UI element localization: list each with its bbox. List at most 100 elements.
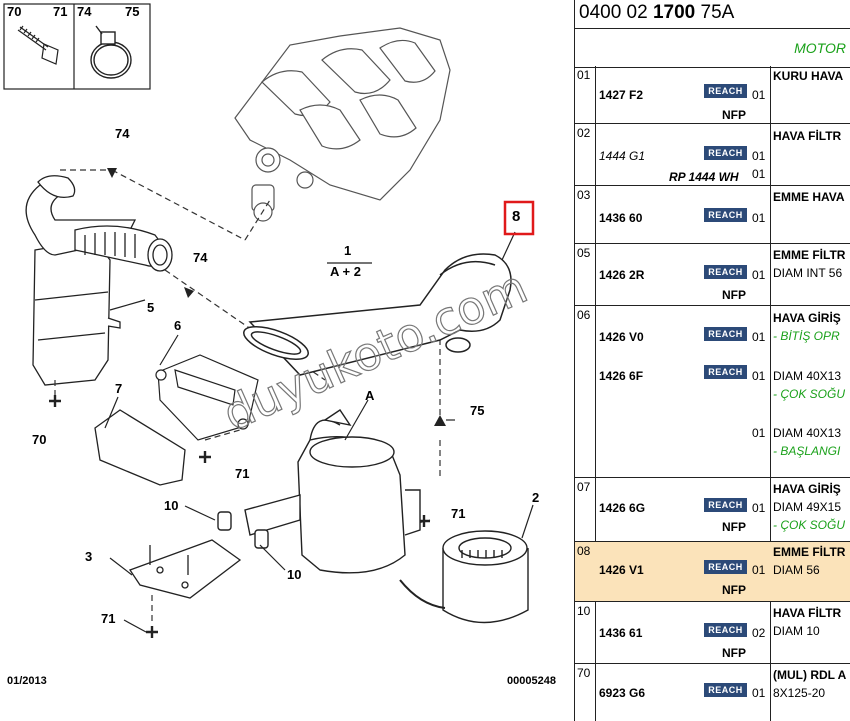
- part-code[interactable]: 1444 G1: [599, 149, 646, 163]
- item-number: 05: [577, 246, 591, 260]
- part-code[interactable]: 1436 61: [599, 626, 643, 640]
- table-row[interactable]: 70 6923 G6 REACH 01 (MUL) RDL A 8X125-20: [575, 664, 850, 721]
- diagram-date: 01/2013: [7, 675, 47, 687]
- replacement-part-code[interactable]: RP 1444 WH: [669, 170, 739, 184]
- part-detail: 8X125-20: [773, 686, 826, 700]
- callout-71[interactable]: 71: [235, 466, 250, 481]
- nfp-tag: NFP: [722, 646, 746, 660]
- callout-8-highlighted[interactable]: 8: [512, 208, 521, 225]
- part-description: EMME FİLTR: [773, 545, 846, 559]
- part-code[interactable]: 1426 6F: [599, 369, 644, 383]
- nfp-tag: NFP: [722, 288, 746, 302]
- item-number: 08: [577, 544, 591, 558]
- inset-label-71: 71: [53, 4, 68, 19]
- intake-manifold: [234, 27, 451, 222]
- quantity: 01: [752, 211, 766, 225]
- part-description: KURU HAVA: [773, 69, 844, 83]
- callout-74[interactable]: 74: [115, 126, 130, 141]
- reach-badge: REACH: [704, 560, 747, 574]
- callout-71[interactable]: 71: [101, 611, 116, 626]
- table-row[interactable]: 06 1426 V0 REACH 01 HAVA GİRİŞ - BİTİŞ O…: [575, 306, 850, 478]
- item-number: 70: [577, 666, 591, 680]
- nfp-tag: NFP: [722, 583, 746, 597]
- table-row[interactable]: 03 1436 60 REACH 01 EMME HAVA: [575, 186, 850, 244]
- quantity: 01: [752, 149, 766, 163]
- ref-main: 1700: [652, 2, 696, 23]
- part-note: - ÇOK SOĞU: [773, 518, 846, 532]
- filter-element-2: [399, 530, 529, 624]
- part-detail: DIAM 49X15: [773, 500, 842, 514]
- callout-10[interactable]: 10: [164, 498, 179, 513]
- item-number: 02: [577, 126, 591, 140]
- column-divider: [595, 66, 596, 721]
- item-number: 06: [577, 308, 591, 322]
- table-row[interactable]: 07 1426 6G REACH 01 NFP HAVA GİRİŞ DIAM …: [575, 478, 850, 542]
- callout-6[interactable]: 6: [174, 318, 182, 333]
- item-number: 03: [577, 188, 591, 202]
- callout-75[interactable]: 75: [470, 403, 485, 418]
- quantity: 01: [752, 563, 766, 577]
- part-detail: DIAM 56: [773, 563, 820, 577]
- quantity-replacement: 01: [752, 167, 766, 181]
- nfp-tag: NFP: [722, 108, 746, 122]
- callout-1[interactable]: 1: [344, 243, 352, 258]
- reach-badge: REACH: [704, 208, 747, 222]
- callout-A[interactable]: A: [365, 388, 375, 403]
- part-code[interactable]: 6923 G6: [599, 686, 646, 700]
- reach-badge: REACH: [704, 265, 747, 279]
- callout-74[interactable]: 74: [193, 250, 208, 265]
- part-note: - BİTİŞ OPR: [773, 329, 840, 343]
- inset-label-75: 75: [125, 4, 140, 19]
- table-row-selected[interactable]: 08 1426 V1 REACH 01 NFP EMME FİLTR DIAM …: [575, 542, 850, 602]
- quantity: 01: [752, 330, 766, 344]
- part-code[interactable]: 1436 60: [599, 211, 643, 225]
- reach-badge: REACH: [704, 683, 747, 697]
- callout-71[interactable]: 71: [451, 506, 466, 521]
- part-description: EMME HAVA: [773, 190, 845, 204]
- table-row[interactable]: 02 1444 G1 REACH 01 01 RP 1444 WH HAVA F…: [575, 124, 850, 186]
- intake-duct-7: [94, 409, 186, 486]
- reach-badge: REACH: [704, 365, 747, 379]
- callout-70[interactable]: 70: [32, 432, 47, 447]
- table-row[interactable]: 10 1436 61 REACH 02 NFP HAVA FİLTR DIAM …: [575, 602, 850, 664]
- reach-badge: REACH: [704, 498, 747, 512]
- inset-label-70: 70: [7, 4, 22, 19]
- part-description: (MUL) RDL A: [773, 668, 847, 682]
- callout-7[interactable]: 7: [115, 381, 123, 396]
- part-description: HAVA GİRİŞ: [773, 311, 841, 325]
- motor-group-label: MOTOR: [575, 29, 850, 68]
- table-row[interactable]: 05 1426 2R REACH 01 NFP EMME FİLTR DIAM …: [575, 244, 850, 306]
- reach-badge: REACH: [704, 84, 747, 98]
- table-row[interactable]: 01 1427 F2 REACH 01 NFP KURU HAVA: [575, 66, 850, 124]
- part-description: HAVA GİRİŞ: [773, 482, 841, 496]
- callout-3[interactable]: 3: [85, 549, 93, 564]
- intake-hose-8: [243, 253, 512, 376]
- quantity: 01: [752, 501, 766, 515]
- ref-suffix: 75A: [700, 2, 735, 23]
- part-code[interactable]: 1426 6G: [599, 501, 646, 515]
- guide-arrows: [107, 168, 446, 426]
- callout-1-subtitle: A + 2: [330, 264, 361, 279]
- reach-badge: REACH: [704, 623, 747, 637]
- quantity: 02: [752, 626, 766, 640]
- reach-badge: REACH: [704, 327, 747, 341]
- part-detail: DIAM 40X13: [773, 369, 842, 383]
- part-note: - BAŞLANGI: [773, 444, 841, 458]
- part-code[interactable]: 1426 V0: [599, 330, 644, 344]
- hose-clamp-icon: [90, 25, 132, 79]
- callout-10[interactable]: 10: [287, 567, 302, 582]
- diagram-reference-number: 00005248: [507, 675, 556, 687]
- diagram-drawing: [3, 3, 535, 638]
- callout-5[interactable]: 5: [147, 300, 155, 315]
- callout-2[interactable]: 2: [532, 490, 540, 505]
- bolt-icon: [17, 25, 59, 65]
- part-code[interactable]: 1427 F2: [599, 88, 644, 102]
- part-description: EMME FİLTR: [773, 248, 846, 262]
- part-note: - ÇOK SOĞU: [773, 387, 846, 401]
- leader-lines: [104, 231, 534, 633]
- intake-flange-6: [155, 354, 259, 441]
- part-code[interactable]: 1426 2R: [599, 268, 645, 282]
- part-code[interactable]: 1426 V1: [599, 563, 644, 577]
- column-divider: [770, 66, 771, 721]
- quantity: 01: [752, 268, 766, 282]
